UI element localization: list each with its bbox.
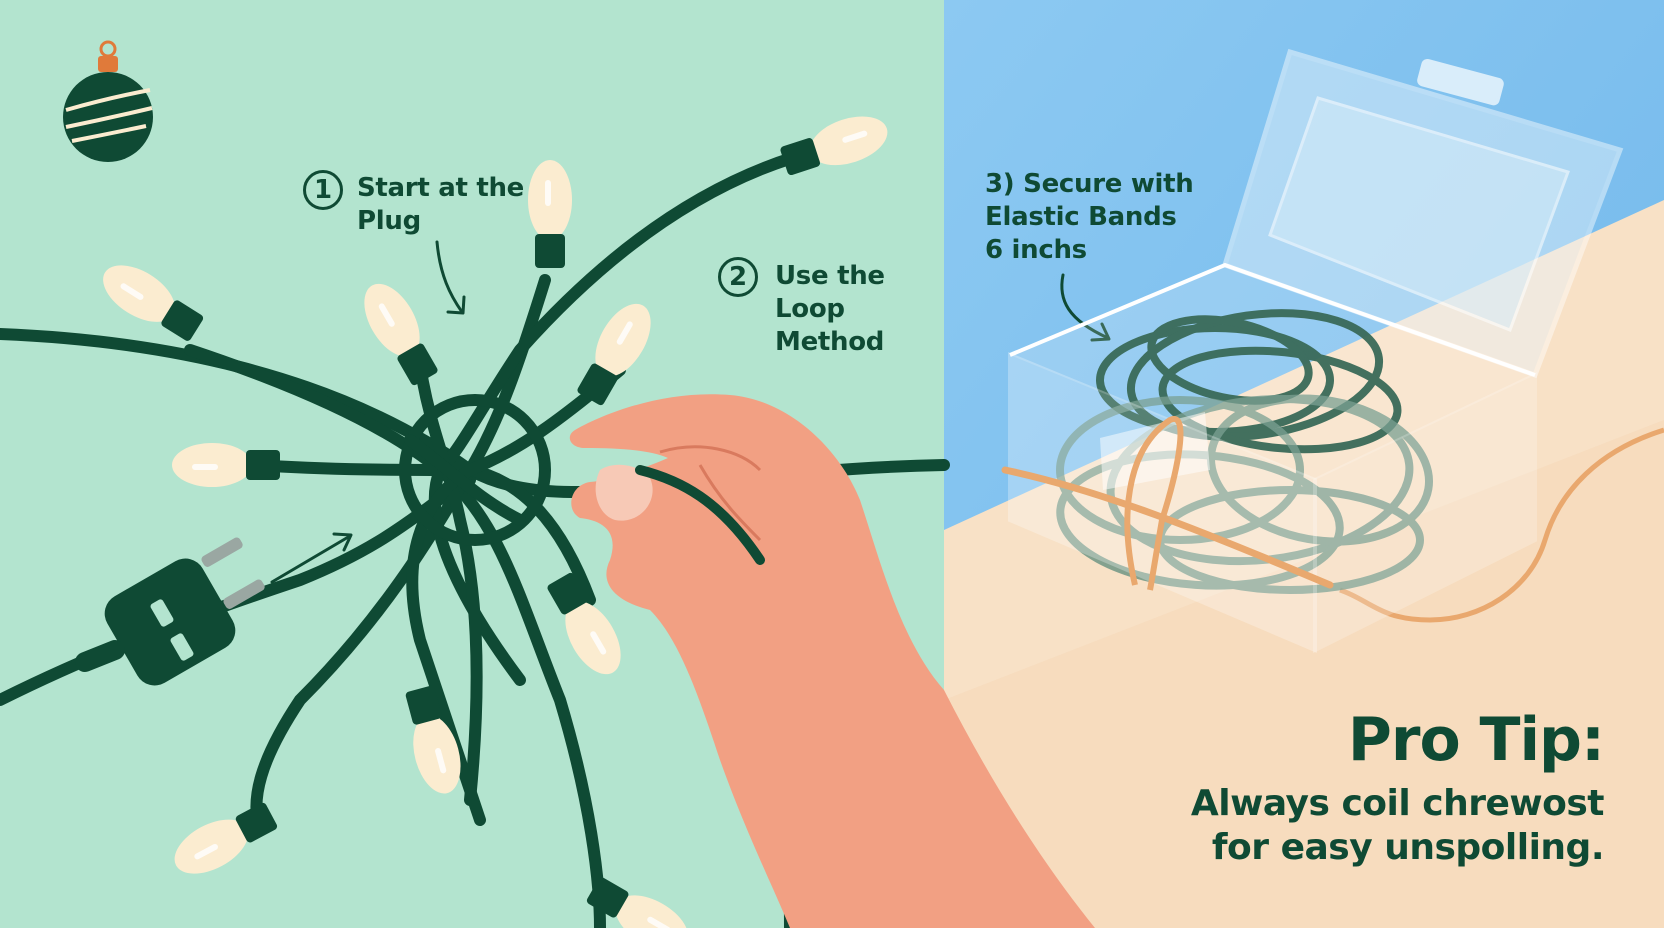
step-1-number: 1 [303,170,343,210]
step-3-line-2: Elastic Bands [985,202,1177,232]
step-3-line-3: 6 inchs [985,235,1087,265]
step-2-line-2: Loop [775,294,845,324]
ornament-icon [63,40,153,162]
power-cord [1339,427,1664,623]
step-1-line-2: Plug [357,206,421,236]
step-2-line-3: Method [775,327,885,357]
pro-tip-line-1: Always coil chrewost [1190,783,1605,824]
pro-tip-title: Pro Tip: [1347,705,1605,775]
step-1-line-1: Start at the [357,173,524,203]
step-2-line-1: Use the [775,261,885,291]
pro-tip-line-2: for easy unspolling. [1211,827,1605,868]
storage-box-icon [1001,48,1624,654]
arrow-icon [270,240,1111,584]
step-3-line-1: Secure with [1023,169,1194,199]
step-3-number: 3) [985,169,1015,199]
hand [569,394,1095,928]
plug-icon [75,537,265,686]
pro-tip-body: Always coil chrewost for easy unspolling… [1190,782,1605,870]
step-2-number: 2 [718,257,758,297]
